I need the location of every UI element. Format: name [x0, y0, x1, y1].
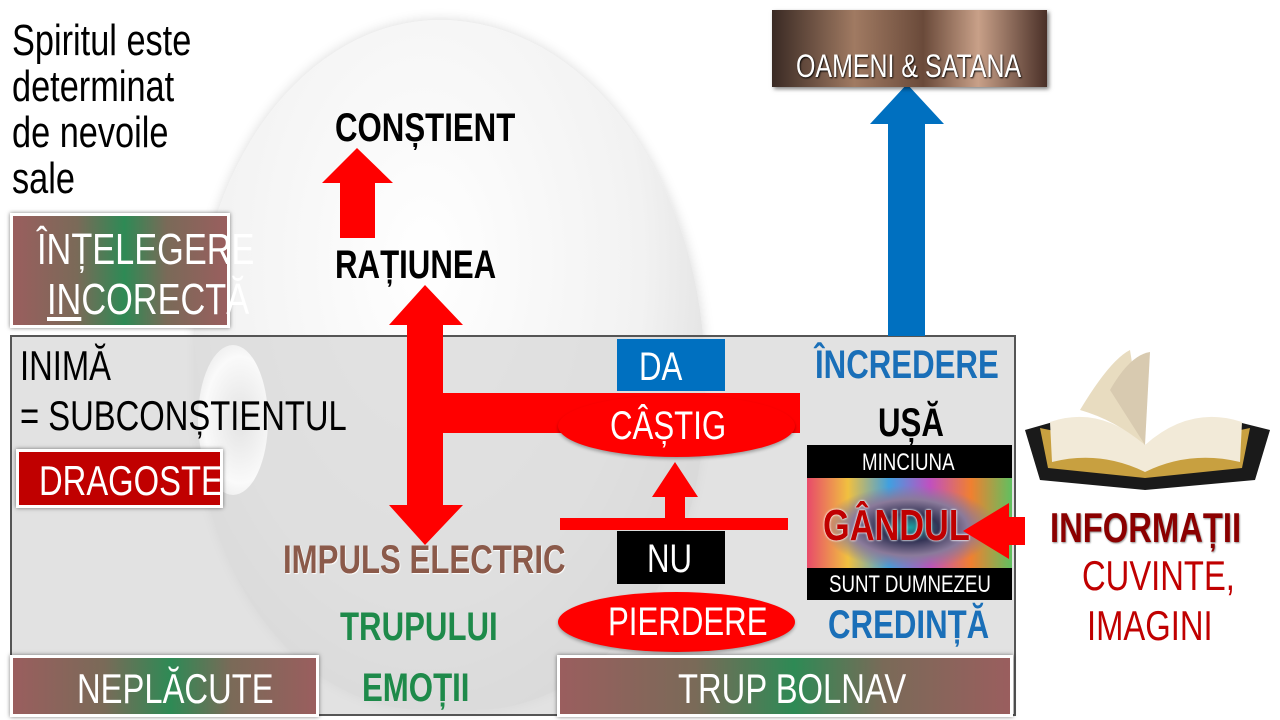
trust-label: ÎNCREDERE: [815, 343, 999, 387]
faith-label: CREDINȚĂ: [828, 603, 990, 647]
underlined-prefix: IN: [47, 275, 82, 324]
arrow-up-icon: [560, 462, 788, 530]
thought-label: GÂNDUL: [823, 501, 970, 550]
subconscious-label: = SUBCONȘTIENTUL: [20, 392, 347, 439]
reason-label: RAȚIUNEA: [335, 243, 497, 287]
understanding-line2: INCORECTĂ: [47, 278, 249, 322]
gain-label: CÂȘTIG: [610, 404, 727, 448]
understanding-line1: ÎNȚELEGERE: [37, 225, 255, 274]
gain-ellipse: CÂȘTIG: [558, 395, 795, 457]
lie-label: MINCIUNA: [862, 449, 955, 476]
sick-body-label: TRUP BOLNAV: [678, 665, 907, 712]
door-label: UȘĂ: [878, 401, 944, 445]
loss-label: PIERDERE: [608, 600, 768, 644]
emotions-label: EMOȚII: [362, 666, 470, 710]
information-label: INFORMAȚII: [1050, 504, 1242, 551]
people-satan-box: OAMENI & SATANA: [772, 10, 1047, 87]
loss-ellipse: PIERDERE: [558, 592, 795, 652]
intro-line: de nevoile: [12, 108, 169, 157]
intro-line: Spiritul este: [12, 16, 192, 65]
body-label: TRUPULUI: [340, 605, 498, 649]
heart-label: INIMĂ: [20, 342, 112, 389]
understanding-box: ÎNȚELEGERE INCORECTĂ: [10, 213, 254, 328]
images-label: IMAGINI: [1087, 602, 1213, 649]
love-box: DRAGOSTE: [16, 449, 223, 508]
line2-rest: CORECTĂ: [81, 275, 250, 324]
yes-label: DA: [639, 345, 683, 389]
arrow-up-blue-icon: [870, 84, 944, 336]
intro-line: determinat: [12, 62, 175, 111]
i-am-god-label: SUNT DUMNEZEU: [829, 571, 991, 598]
intro-line: sale: [12, 154, 75, 203]
arrow-up-icon: [322, 148, 393, 238]
no-box: NU: [617, 531, 725, 584]
yes-box: DA: [617, 339, 725, 391]
sick-body-box: TRUP BOLNAV: [557, 655, 1013, 717]
unpleasant-label: NEPLĂCUTE: [77, 665, 274, 712]
arrow-left-icon: [963, 503, 1025, 559]
unpleasant-box: NEPLĂCUTE: [10, 655, 319, 717]
lie-bar: MINCIUNA: [807, 445, 1012, 478]
no-label: NU: [647, 537, 693, 581]
words-label: CUVINTE,: [1082, 552, 1235, 599]
conscious-label: CONȘTIENT: [335, 106, 516, 150]
intro-text: Spiritul este determinat de nevoile sale: [12, 18, 191, 202]
people-label: OAMENI & SATANA: [796, 48, 1022, 84]
bible-book-icon: [1025, 350, 1270, 490]
impulse-label: IMPULS ELECTRIC: [283, 538, 566, 582]
love-label: DRAGOSTE: [39, 457, 223, 504]
i-am-god-bar: SUNT DUMNEZEU: [807, 568, 1012, 600]
